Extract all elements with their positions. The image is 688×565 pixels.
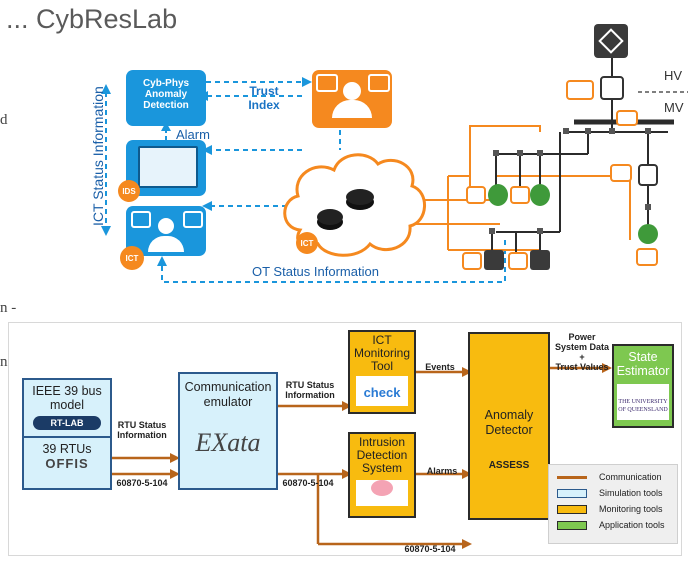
operator-head-icon: [343, 82, 361, 100]
legend-swatch: [557, 488, 587, 498]
state-estimator-label: State Estimator: [616, 350, 670, 378]
anomaly-detector-label: Anomaly Detector: [484, 408, 534, 437]
meter-icon: [566, 80, 594, 100]
meter-icon: [616, 110, 638, 126]
exata-logo: EXata: [195, 428, 261, 457]
meter-icon: [508, 252, 528, 270]
slide-edge-text: n: [0, 354, 8, 370]
ids-system-box: IDS Intrusion Detection System: [348, 432, 416, 518]
legend-swatch: [557, 504, 587, 514]
comm-emulator-label: Communication emulator: [184, 380, 272, 409]
meter-icon: [636, 248, 658, 266]
router-icon: [317, 209, 343, 230]
substation-icon: [594, 24, 628, 58]
snort-pig-icon: [356, 480, 408, 506]
monitor-icon: [131, 211, 151, 228]
meter-icon: [462, 252, 482, 270]
ot-status-label: OT Status Information: [252, 264, 379, 279]
legend-label: Application tools: [599, 520, 665, 530]
meter-icon: [510, 186, 530, 204]
ict-badge-cloud: ICT: [296, 232, 318, 254]
screen-icon: [138, 146, 198, 188]
iec-label-left: 60870-5-104: [116, 478, 168, 488]
ict-operator-box: [126, 206, 206, 256]
monitor-icon: [368, 74, 390, 92]
legend-swatch: [557, 520, 587, 530]
legend-item-communication: Communication: [557, 469, 677, 485]
legend-item-application: Application tools: [557, 517, 677, 533]
page-title: ... CybResLab: [6, 4, 178, 34]
transformer-icon: [600, 76, 624, 100]
load-icon: [484, 250, 504, 270]
legend-label: Communication: [599, 472, 662, 482]
ids-badge: IDS: [118, 180, 140, 202]
legend-item-simulation: Simulation tools: [557, 485, 677, 501]
legend-item-monitoring: Monitoring tools: [557, 501, 677, 517]
anomaly-detection-box: Cyb-Phys Anomaly Detection: [126, 70, 206, 126]
legend: Communication Simulation tools Monitorin…: [548, 464, 678, 544]
ieee-bus-box: IEEE 39 bus model RT-LAB 39 RTUs OFFIS: [22, 378, 112, 490]
ict-badge-left: ICT: [120, 246, 144, 270]
slide-edge-text: d: [0, 112, 8, 128]
operator-head-icon: [158, 218, 174, 234]
ot-status-link: [161, 240, 506, 283]
ieee-label: IEEE 39 bus model: [32, 384, 102, 412]
ids-system-title: Intrusion Detection System: [356, 435, 408, 475]
assess-logo: ASSESS: [488, 460, 530, 471]
operator-icon: [148, 236, 184, 252]
transformer-icon: [638, 164, 658, 186]
power-system-data-label: Power System Data + Trust Values: [554, 332, 610, 372]
iec-label-mid: 60870-5-104: [282, 478, 334, 488]
comm-emulator-box: Communication emulator EXata: [178, 372, 278, 490]
operator-icon: [332, 100, 372, 118]
alarms-label: Alarms: [426, 466, 458, 476]
lower-diagram-lines: [112, 363, 612, 549]
grid-pattern-icon: [598, 28, 624, 54]
ict-monitoring-box: ICT Monitoring Tool check: [348, 330, 416, 414]
wind-turbine-icon: [530, 184, 550, 206]
meter-icon: [466, 186, 486, 204]
anomaly-detector-box: Anomaly Detector ASSESS: [468, 332, 550, 520]
legend-label: Simulation tools: [599, 488, 663, 498]
rtlab-logo: RT-LAB: [33, 416, 101, 430]
top-diagram-lines: [101, 58, 688, 283]
ict-status-label: ICT Status Information: [90, 86, 106, 226]
uq-logo: THE UNIVERSITY OF QUEENSLAND: [617, 384, 669, 420]
ict-monitoring-label: ICT Monitoring Tool: [353, 333, 411, 373]
meter-icon: [610, 164, 632, 182]
mk-check-logo: check: [356, 376, 408, 406]
trust-operator-box: [312, 70, 392, 128]
iec-label-bottom: 60870-5-104: [404, 544, 456, 554]
legend-swatch: [557, 475, 587, 479]
monitor-icon: [183, 211, 203, 228]
router-icon: [346, 189, 374, 210]
events-label: Events: [425, 362, 455, 372]
slide-edge-text: n -: [0, 300, 17, 316]
trust-index-label: Trust Index: [248, 84, 280, 112]
load-icon: [530, 250, 550, 270]
wind-turbine-icon: [488, 184, 508, 206]
rtu-status-label-left: RTU Status Information: [117, 420, 167, 440]
hv-label: HV: [664, 68, 683, 83]
rtu-status-label-mid: RTU Status Information: [285, 380, 335, 400]
monitor-icon: [316, 74, 338, 92]
alarm-label: Alarm: [176, 127, 210, 142]
state-estimator-box: State Estimator THE UNIVERSITY OF QUEENS…: [612, 344, 674, 428]
legend-label: Monitoring tools: [599, 504, 663, 514]
rtus-label: 39 RTUs: [24, 436, 110, 456]
house-icon: [638, 224, 658, 244]
mv-label: MV: [664, 100, 684, 115]
offis-logo: OFFIS: [45, 456, 89, 471]
